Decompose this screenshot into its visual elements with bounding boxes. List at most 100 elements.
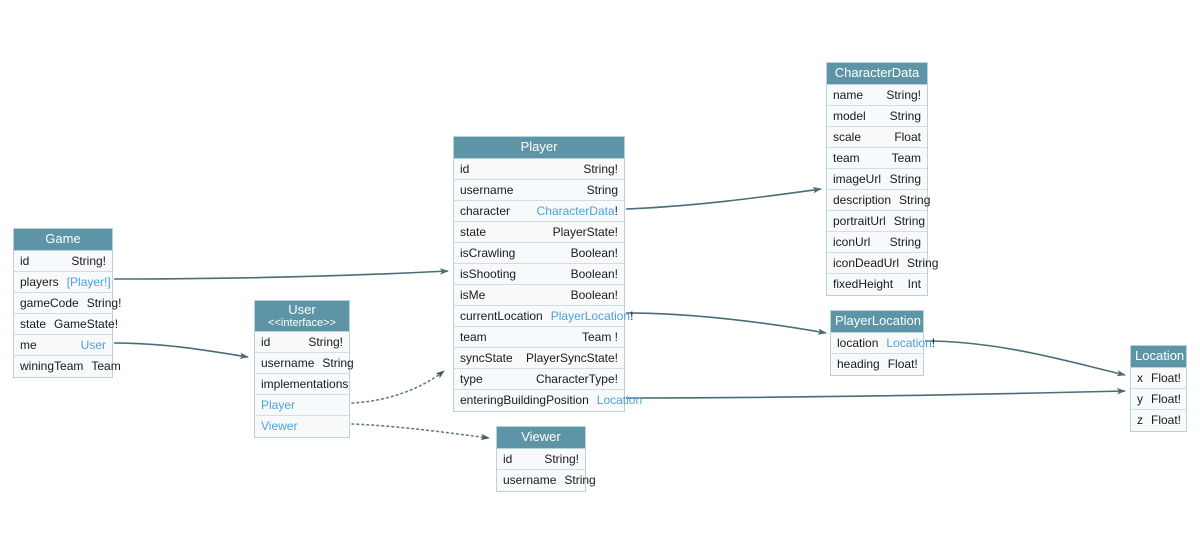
field-row[interactable]: winingTeam Team: [14, 356, 121, 377]
entity-header-viewer: Viewer: [497, 427, 585, 449]
edge-playerlocation-location-to-location: [924, 340, 1126, 377]
entity-title: CharacterData: [834, 65, 920, 80]
field-type: Float!: [1151, 391, 1182, 406]
field-type[interactable]: CharacterData!: [536, 203, 618, 218]
field-type: String: [889, 234, 921, 249]
field-row[interactable]: z Float!: [1131, 410, 1186, 431]
field-row[interactable]: currentLocation PlayerLocation!: [454, 306, 633, 327]
field-row[interactable]: syncState PlayerSyncState!: [454, 348, 624, 369]
entity-title: Game: [45, 231, 81, 246]
field-row[interactable]: description String: [827, 190, 930, 211]
field-name: scale: [833, 129, 862, 144]
entity-game[interactable]: Game id String! players [Player!] gameCo…: [13, 228, 121, 378]
field-row[interactable]: team Team !: [454, 327, 624, 348]
entity-player[interactable]: Player id String! username String charac…: [453, 136, 642, 412]
field-row-implementation-viewer[interactable]: Viewer: [255, 416, 349, 437]
field-type: String: [586, 182, 618, 197]
field-row[interactable]: type CharacterType!: [454, 369, 624, 390]
field-row[interactable]: x Float!: [1131, 368, 1186, 389]
field-name[interactable]: Viewer: [261, 419, 298, 433]
entity-header-game: Game: [14, 229, 112, 251]
field-row[interactable]: username String: [255, 353, 354, 374]
field-name: username: [261, 355, 315, 370]
non-null-marker: !: [614, 203, 618, 218]
field-row[interactable]: iconDeadUrl String: [827, 253, 938, 274]
field-row[interactable]: isShooting Boolean!: [454, 264, 624, 285]
field-name: isMe: [460, 287, 486, 302]
field-name: team: [833, 150, 860, 165]
field-row[interactable]: enteringBuildingPosition Location: [454, 390, 642, 411]
field-row[interactable]: fixedHeight Int: [827, 274, 927, 295]
edge-game-me-to-user: [113, 342, 249, 359]
field-row[interactable]: imageUrl String: [827, 169, 927, 190]
field-name[interactable]: Player: [261, 397, 296, 412]
edge-player-character-to-characterdata: [625, 186, 822, 210]
field-row[interactable]: scale Float: [827, 127, 927, 148]
field-row[interactable]: character CharacterData!: [454, 201, 624, 222]
field-row[interactable]: username String: [454, 180, 624, 201]
entity-user[interactable]: User <<interface>> id String! username S…: [254, 300, 354, 438]
field-name: x: [1137, 370, 1143, 385]
field-row[interactable]: id String!: [497, 449, 585, 470]
field-row[interactable]: state PlayerState!: [454, 222, 624, 243]
entity-title: Viewer: [521, 429, 561, 444]
field-type[interactable]: User: [80, 337, 106, 352]
field-type[interactable]: Location!: [886, 335, 936, 350]
field-row[interactable]: players [Player!]: [14, 272, 112, 293]
field-name: state: [460, 224, 487, 239]
field-row[interactable]: me User: [14, 335, 112, 356]
field-row[interactable]: id String!: [255, 332, 349, 353]
field-row[interactable]: location Location!: [831, 333, 935, 354]
field-name: id: [20, 253, 30, 268]
field-type: CharacterType!: [535, 371, 618, 386]
entity-header-player: Player: [454, 137, 624, 159]
field-row[interactable]: portraitUrl String: [827, 211, 927, 232]
field-name: team: [460, 329, 487, 344]
field-type: Float!: [1151, 370, 1182, 385]
field-row[interactable]: id String!: [14, 251, 112, 272]
field-row[interactable]: iconUrl String: [827, 232, 927, 253]
field-name: id: [503, 451, 513, 466]
entity-location[interactable]: Location x Float! y Float! z Float!: [1130, 345, 1187, 432]
entity-characterdata[interactable]: CharacterData name String! model String …: [826, 62, 938, 296]
field-name: model: [833, 108, 866, 123]
field-type: String: [889, 171, 921, 186]
field-name: y: [1137, 391, 1143, 406]
field-row[interactable]: model String: [827, 106, 927, 127]
field-row[interactable]: isCrawling Boolean!: [454, 243, 624, 264]
field-type: Int: [907, 277, 921, 291]
field-type: String!: [86, 295, 122, 310]
field-name: description: [833, 192, 892, 207]
entity-viewer[interactable]: Viewer id String! username String: [496, 426, 596, 492]
field-name: fixedHeight: [833, 277, 894, 291]
field-row[interactable]: name String!: [827, 85, 927, 106]
entity-header-playerlocation: PlayerLocation: [831, 311, 923, 333]
entity-playerlocation[interactable]: PlayerLocation location Location! headin…: [830, 310, 935, 376]
field-row[interactable]: state GameState!: [14, 314, 118, 335]
field-name: me: [20, 337, 37, 352]
field-row[interactable]: username String: [497, 470, 596, 491]
non-null-marker: !: [931, 335, 936, 350]
field-row[interactable]: gameCode String!: [14, 293, 121, 314]
field-name: iconDeadUrl: [833, 255, 900, 270]
field-name: isShooting: [460, 266, 517, 281]
field-row[interactable]: isMe Boolean!: [454, 285, 624, 306]
field-type[interactable]: [Player!]: [66, 274, 111, 289]
entity-title: User: [288, 302, 316, 317]
edge-user-implements-viewer: [351, 423, 490, 441]
field-type: String: [322, 355, 354, 370]
field-type: Float!: [1151, 413, 1182, 427]
field-row[interactable]: team Team: [827, 148, 927, 169]
field-type: String!: [308, 334, 343, 349]
field-type: GameState!: [54, 316, 119, 331]
field-type[interactable]: PlayerLocation!: [550, 308, 634, 323]
field-row-implementation-player[interactable]: Player: [255, 395, 349, 416]
field-type[interactable]: Location: [596, 393, 643, 407]
field-type: String!: [886, 87, 921, 102]
field-row[interactable]: id String!: [454, 159, 624, 180]
field-type: PlayerSyncState!: [525, 350, 618, 365]
field-type: String: [564, 473, 596, 487]
field-row[interactable]: heading Float!: [831, 354, 923, 375]
field-row[interactable]: y Float!: [1131, 389, 1186, 410]
